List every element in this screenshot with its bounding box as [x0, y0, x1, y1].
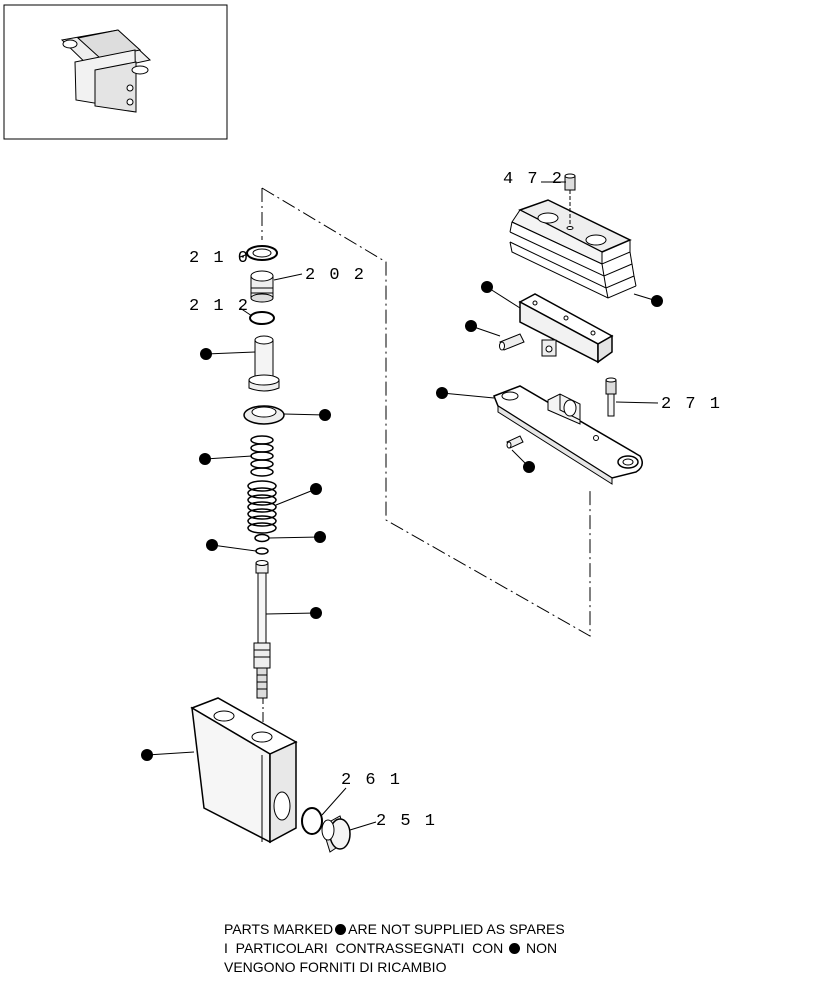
label-271: 2 7 1 [661, 395, 722, 414]
plunger [248, 335, 280, 392]
label-251: 2 5 1 [376, 812, 437, 831]
label-472: 4 7 2 [503, 170, 564, 189]
large-spring [247, 480, 277, 534]
note-line-1: PARTS MARKED ARE NOT SUPPLIED AS SPARES [224, 921, 565, 938]
marker-dot-icon [509, 943, 521, 954]
note-line-2b: NON [526, 940, 558, 956]
non-spare-markers [141, 281, 663, 761]
label-210: 2 1 0 [189, 249, 250, 268]
small-spring [250, 435, 274, 477]
marker-dot [206, 539, 218, 551]
label-212: 2 1 2 [189, 297, 250, 316]
marker-dot [523, 461, 535, 473]
screw-472 [564, 173, 576, 191]
oring-261 [301, 807, 323, 835]
label-261: 2 6 1 [341, 771, 402, 790]
marker-dot [465, 320, 477, 332]
lever-block [518, 293, 614, 364]
note-line-3: VENGONO FORNITI DI RICAMBIO [224, 959, 446, 976]
marker-dot [310, 607, 322, 619]
bushing-202 [250, 270, 274, 303]
valve-body [190, 697, 298, 844]
note-line-2a: I PARTICOLARI CONTRASSEGNATI CON [224, 940, 504, 956]
rubber-boot [509, 190, 637, 299]
note-line-1b: ARE NOT SUPPLIED AS SPARES [348, 921, 565, 937]
marker-dot [310, 483, 322, 495]
washer-upper [254, 533, 270, 543]
spool [253, 560, 271, 699]
marker-dot [319, 409, 331, 421]
oring-212 [249, 311, 275, 325]
marker-dot [200, 348, 212, 360]
marker-dot-icon [335, 924, 347, 935]
screw-271 [605, 377, 617, 417]
pin-lower [506, 435, 524, 449]
note-line-3-text: VENGONO FORNITI DI RICAMBIO [224, 959, 447, 975]
assembly-thumbnail [3, 4, 228, 140]
marker-dot [141, 749, 153, 761]
washer-lower [255, 547, 269, 555]
pin-upper [499, 333, 525, 351]
marker-dot [314, 531, 326, 543]
note-line-1a: PARTS MARKED [224, 921, 334, 937]
plug-251 [321, 815, 351, 853]
base-plate [493, 385, 643, 485]
assembly-centerline [261, 187, 591, 637]
ring-210 [246, 245, 278, 261]
note-line-2: I PARTICOLARI CONTRASSEGNATI CON NON [224, 940, 557, 957]
marker-dot [651, 295, 663, 307]
spring-seat [243, 405, 285, 425]
marker-dot [481, 281, 493, 293]
marker-dot [199, 453, 211, 465]
label-202: 2 0 2 [305, 266, 366, 285]
marker-dot [436, 387, 448, 399]
